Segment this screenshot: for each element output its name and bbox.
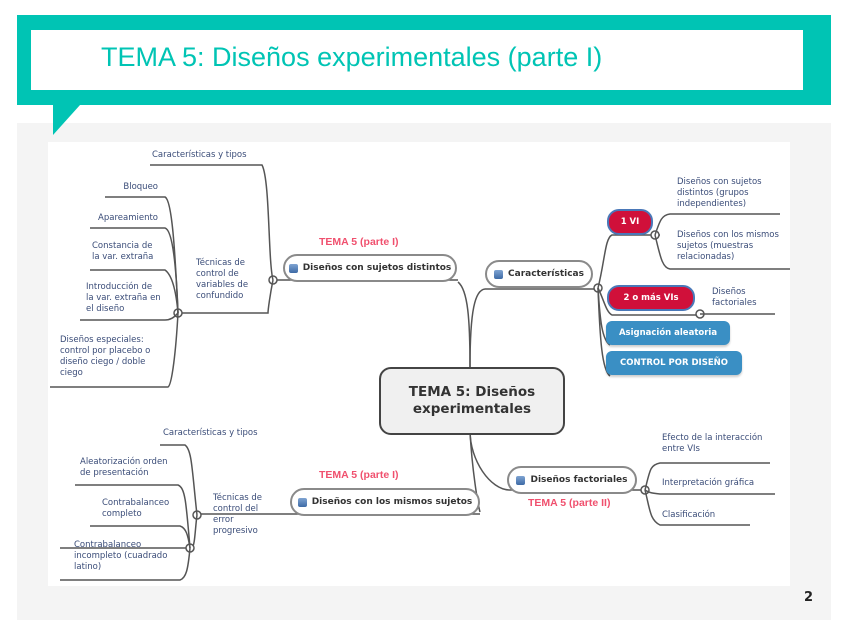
node-label: Características <box>508 269 584 279</box>
speech-bubble-tail <box>53 105 80 135</box>
number-1-icon <box>494 269 504 279</box>
node-label: Diseños factoriales <box>530 475 628 485</box>
leaf-disenos-distintos-grupos[interactable]: Diseños con sujetos distintos (grupos in… <box>677 177 762 209</box>
leaf-disenos-especiales[interactable]: Diseños especiales: control por placebo … <box>60 335 151 378</box>
leaf-introduccion[interactable]: Introducción de la var. extraña en el di… <box>86 282 161 314</box>
leaf-caracteristicas-tipos-2[interactable]: Características y tipos <box>163 428 258 438</box>
connector-central-caracteristicas <box>469 288 486 368</box>
node-label: Diseños con los mismos sujetos <box>311 497 473 507</box>
central-node[interactable]: TEMA 5: Diseños experimentales <box>379 367 565 435</box>
number-3-icon <box>297 497 307 507</box>
leaf-bloqueo[interactable]: Bloqueo <box>123 182 158 192</box>
leaf-contrabalanceo-incompleto[interactable]: Contrabalanceo incompleto (cuadrado lati… <box>74 540 168 572</box>
tag-parte-i-mismos: TEMA 5 (parte I) <box>319 469 399 481</box>
node-asignacion-aleatoria[interactable]: Asignación aleatoria <box>606 321 730 345</box>
node-disenos-sujetos-distintos[interactable]: Diseños con sujetos distintos <box>283 254 457 282</box>
slide-title: TEMA 5: Diseños experimentales (parte I) <box>101 42 603 72</box>
leaf-aleatorizacion-orden[interactable]: Aleatorización orden de presentación <box>80 457 168 478</box>
leaf-efecto-interaccion[interactable]: Efecto de la interacción entre VIs <box>662 433 763 454</box>
tag-parte-i-distintos: TEMA 5 (parte I) <box>319 236 399 248</box>
connector-central-distintos <box>457 281 471 368</box>
title-box: TEMA 5: Diseños experimentales (parte I) <box>31 30 803 90</box>
connector-central-factoriales <box>469 430 511 491</box>
page-number: 2 <box>804 590 814 605</box>
node-label: Diseños con sujetos distintos <box>302 263 452 273</box>
node-disenos-mismos-sujetos[interactable]: Diseños con los mismos sujetos <box>290 488 480 516</box>
tag-parte-ii: TEMA 5 (parte II) <box>528 497 611 509</box>
title-banner: TEMA 5: Diseños experimentales (parte I) <box>17 15 831 105</box>
leaf-disenos-mismos-muestras[interactable]: Diseños con los mismos sujetos (muestras… <box>677 230 779 262</box>
node-caracteristicas[interactable]: Características <box>485 260 593 288</box>
leaf-contrabalanceo-completo[interactable]: Contrabalanceo completo <box>102 498 170 519</box>
number-4-icon <box>516 475 526 485</box>
leaf-clasificacion[interactable]: Clasificación <box>662 510 716 520</box>
number-2-icon <box>288 263 298 273</box>
leaf-interpretacion-grafica[interactable]: Interpretación gráfica <box>662 478 755 488</box>
node-control-por-diseno[interactable]: CONTROL POR DISEÑO <box>606 351 742 375</box>
leaf-caracteristicas-tipos-1[interactable]: Características y tipos <box>152 150 247 160</box>
leaf-constancia[interactable]: Constancia de la var. extraña <box>92 241 154 262</box>
leaf-disenos-factoriales[interactable]: Diseños factoriales <box>712 287 757 308</box>
node-disenos-factoriales[interactable]: Diseños factoriales <box>507 466 637 494</box>
node-2-o-mas-vis[interactable]: 2 o más VIs <box>607 285 695 311</box>
node-1-vi[interactable]: 1 VI <box>607 209 653 235</box>
leaf-apareamiento[interactable]: Apareamiento <box>98 213 158 223</box>
leaf-tecnicas-error-progresivo[interactable]: Técnicas de control del error progresivo <box>213 493 263 536</box>
leaf-tecnicas-confundido[interactable]: Técnicas de control de variables de conf… <box>196 258 249 301</box>
